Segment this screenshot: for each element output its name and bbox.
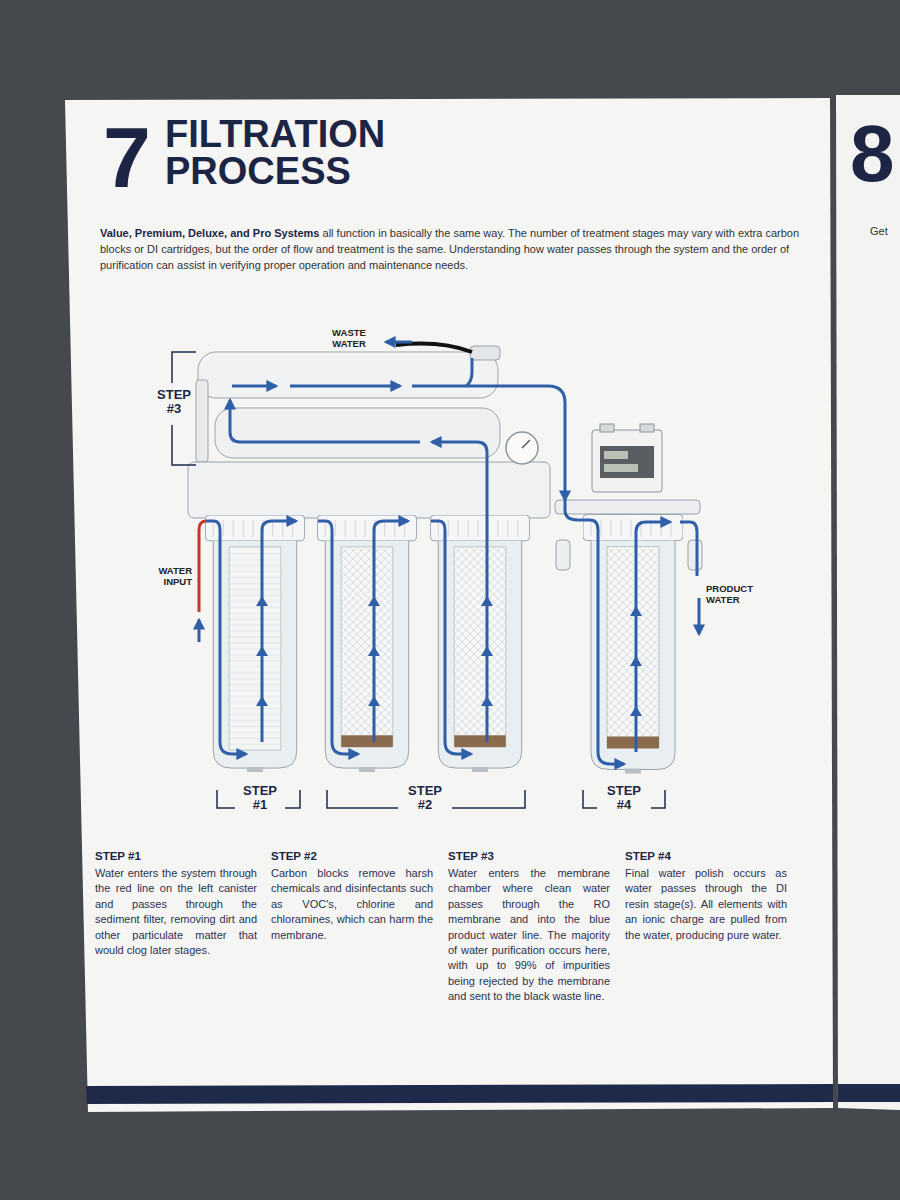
step-description: Final water polish occurs as water passe… <box>625 866 787 943</box>
step-label: STEP #4 <box>602 784 646 813</box>
flow-label: WASTE WATER <box>326 328 372 350</box>
intro-paragraph: Value, Premium, Deluxe, and Pro Systemsa… <box>100 226 800 274</box>
section-number: 8 <box>850 114 898 194</box>
manifold <box>188 462 550 518</box>
step-label: STEP #2 <box>403 784 447 813</box>
step-label: STEP #1 <box>238 784 282 813</box>
next-page <box>836 95 900 1110</box>
carbon-canister <box>430 515 529 772</box>
step-heading: STEP #4 <box>625 850 787 864</box>
ro-membrane-housing <box>196 346 500 462</box>
intro-lead: Value, Premium, Deluxe, and Pro Systems <box>100 227 319 239</box>
step-description: Water enters the membrane chamber where … <box>448 866 610 1005</box>
step-heading: STEP #3 <box>448 850 610 864</box>
step-description: Carbon blocks remove harsh chemicals and… <box>271 866 433 943</box>
carbon-canister <box>317 515 416 772</box>
page <box>65 98 833 1112</box>
step-label: STEP #3 <box>153 388 195 417</box>
pressure-gauge <box>506 432 538 464</box>
step-heading: STEP #1 <box>95 850 257 864</box>
step-heading: STEP #2 <box>271 850 433 864</box>
page-title: FILTRATION PROCESS <box>165 116 415 190</box>
sediment-canister <box>205 515 304 772</box>
section-number: 7 <box>103 114 163 200</box>
flow-label: PRODUCT WATER <box>706 584 768 606</box>
step-bracket <box>172 352 665 808</box>
footer-band <box>838 1084 900 1102</box>
flow-arrows <box>199 342 699 764</box>
flow-arrowheads <box>256 596 642 716</box>
input-line <box>199 521 206 612</box>
di-unit <box>555 424 702 774</box>
step-description: Water enters the system through the red … <box>95 866 257 958</box>
waste-line <box>396 344 472 352</box>
footer-band <box>86 1084 833 1104</box>
flow-label: WATER INPUT <box>146 566 192 588</box>
next-page-text: Get <box>870 224 898 238</box>
